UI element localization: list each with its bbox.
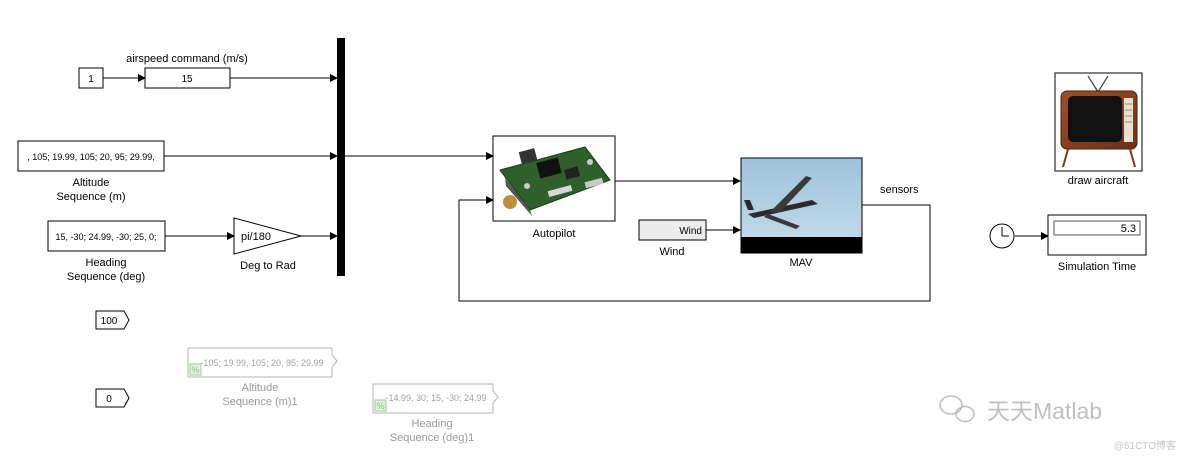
- autopilot-block[interactable]: [492, 135, 616, 222]
- sensors-label: sensors: [880, 184, 919, 196]
- clock-block[interactable]: [989, 223, 1015, 249]
- clock-icon: [1001, 227, 1009, 237]
- heading-disabled-label-line2: Sequence (deg)1: [390, 432, 474, 444]
- simulation-time-value: 5.3: [1121, 223, 1136, 235]
- wind-block-text: Wind: [679, 226, 702, 237]
- goto-0-value: 0: [106, 394, 112, 405]
- heading-sequence-value: 15, -30; 24.99, -30; 25, 0;: [55, 232, 156, 242]
- heading-label: Heading: [86, 257, 127, 269]
- heading-label-line2: Sequence (deg): [67, 271, 145, 283]
- altitude-disabled-label: Altitude: [242, 382, 279, 394]
- altitude-label: Altitude: [73, 177, 110, 189]
- deg-to-rad-gain-block[interactable]: pi/180: [233, 217, 303, 255]
- airspeed-value: 15: [181, 74, 193, 85]
- mux-block[interactable]: [337, 38, 345, 276]
- aircraft-image: [744, 176, 818, 229]
- watermark-source: @51CTO博客: [1114, 439, 1176, 452]
- autopilot-label: Autopilot: [533, 228, 576, 240]
- percent-icon-glyph: %: [191, 365, 199, 375]
- heading-sequence-disabled-block[interactable]: -14.99, 30; 15, -30; 24.99 %: [372, 383, 499, 414]
- altitude-sequence-disabled-block[interactable]: -105; 19.99, 105; 20, 95; 29.99 %: [187, 347, 338, 378]
- percent-icon: [374, 399, 387, 412]
- airspeed-command-label: airspeed command (m/s): [126, 53, 248, 65]
- mav-block[interactable]: [740, 157, 863, 254]
- percent-icon: [189, 363, 202, 376]
- autopilot-circuit-board-image: [499, 146, 611, 216]
- watermark: 天天Matlab @51CTO博客: [939, 395, 1176, 452]
- altitude-sequence-disabled-value: -105; 19.99, 105; 20, 95; 29.99: [200, 358, 323, 368]
- goto-100-value: 100: [101, 316, 118, 327]
- television-icon: [1060, 75, 1138, 168]
- goto-block-0[interactable]: 0: [95, 388, 130, 408]
- constant-value: 1: [88, 74, 94, 85]
- wechat-icon: [939, 395, 975, 423]
- mav-label: MAV: [789, 257, 813, 269]
- heading-sequence-disabled-value: -14.99, 30; 15, -30; 24.99: [385, 393, 486, 403]
- draw-aircraft-label: draw aircraft: [1068, 175, 1129, 187]
- simulation-time-display-block[interactable]: 5.3: [1047, 214, 1147, 256]
- deg-to-rad-gain-value: pi/180: [241, 231, 271, 243]
- altitude-sequence-block[interactable]: , 105; 19.99, 105; 20, 95; 29.99,: [17, 140, 165, 172]
- goto-block-100[interactable]: 100: [95, 310, 130, 330]
- signal-lines: [103, 74, 1049, 302]
- altitude-sequence-value: , 105; 19.99, 105; 20, 95; 29.99,: [27, 152, 155, 162]
- heading-disabled-label: Heading: [412, 418, 453, 430]
- altitude-label-line2: Sequence (m): [56, 191, 125, 203]
- percent-icon-glyph: %: [376, 401, 384, 411]
- deg-to-rad-label: Deg to Rad: [240, 260, 296, 272]
- line-sensors-feedback: [458, 196, 931, 302]
- simulation-time-label: Simulation Time: [1058, 261, 1136, 273]
- altitude-disabled-label-line2: Sequence (m)1: [222, 396, 297, 408]
- watermark-brand: 天天Matlab: [987, 398, 1102, 424]
- airspeed-command-block[interactable]: 15: [144, 67, 231, 89]
- draw-aircraft-block[interactable]: [1054, 72, 1143, 172]
- wind-label: Wind: [659, 246, 684, 258]
- constant-block-airspeed[interactable]: 1: [78, 67, 104, 89]
- heading-sequence-block[interactable]: 15, -30; 24.99, -30; 25, 0;: [47, 220, 166, 252]
- wind-block[interactable]: Wind: [638, 219, 707, 241]
